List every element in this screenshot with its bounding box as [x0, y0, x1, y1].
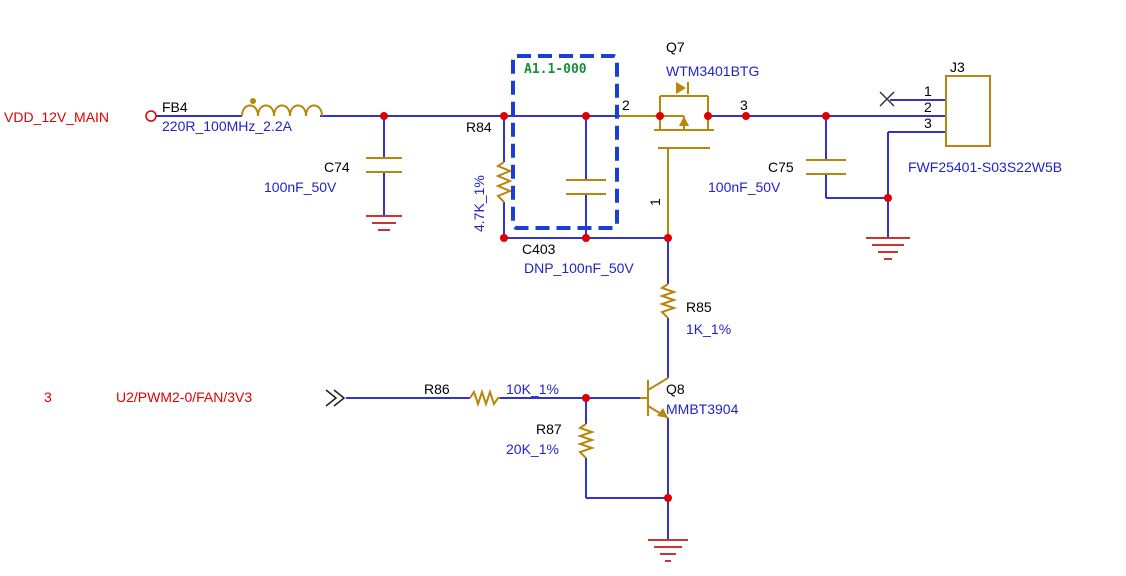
q8-value: MMBT3904 [666, 401, 739, 417]
c403-ref: C403 [522, 241, 556, 257]
r84-value: 4.7K_1% [471, 175, 487, 232]
q7-pin-g: 1 [647, 198, 663, 206]
net-sheet-ref: 3 [44, 389, 52, 405]
capacitor-icon [366, 157, 402, 173]
net-label-vdd: VDD_12V_MAIN [4, 109, 109, 125]
resistor-r84[interactable] [495, 161, 513, 203]
q7-pin-s: 2 [622, 97, 630, 113]
ground-icon [648, 539, 688, 562]
junction-dot [380, 112, 388, 120]
polarity-dot [250, 98, 256, 104]
junction-dot [582, 234, 590, 242]
r85-ref: R85 [686, 299, 712, 315]
offpage-connector-icon [325, 389, 346, 407]
q7-value: WTM3401BTG [666, 63, 759, 79]
inductor-icon [241, 104, 323, 117]
ground-icon [366, 215, 402, 231]
wires [156, 99, 946, 540]
npn-q8[interactable] [640, 377, 688, 562]
junction-dot [582, 394, 590, 402]
r85-value: 1K_1% [686, 321, 731, 337]
capacitor-c74[interactable] [366, 157, 402, 231]
c74-ref: C74 [324, 159, 350, 175]
j3-ref: J3 [950, 59, 965, 75]
npn-icon [640, 377, 669, 419]
resistor-r85[interactable] [658, 283, 678, 319]
variant-dnp-box [511, 54, 619, 230]
q7-ref: Q7 [666, 39, 685, 55]
fb4-ref: FB4 [162, 99, 188, 115]
no-connect-icon [879, 91, 895, 107]
j3-pin-1: 1 [924, 83, 932, 99]
r86-value: 10K_1% [506, 381, 559, 397]
junction-dot [500, 234, 508, 242]
offpage-connector[interactable] [325, 389, 346, 407]
capacitor-c75[interactable] [806, 159, 910, 260]
resistor-r86[interactable] [469, 388, 500, 408]
q8-ref: Q8 [666, 381, 685, 397]
net-port-circle [145, 110, 157, 122]
labels: VDD_12V_MAIN FB4 220R_100MHz_2.2A C74 10… [4, 39, 1062, 457]
r87-ref: R87 [536, 421, 562, 437]
r84-ref: R84 [466, 119, 492, 135]
pmos-icon [620, 82, 714, 238]
capacitor-icon [566, 179, 606, 195]
capacitor-c403[interactable] [566, 179, 606, 195]
junction-dot [742, 112, 750, 120]
j3-pin-3: 3 [924, 115, 932, 131]
ferrite-bead-fb4[interactable] [145, 98, 323, 122]
connector-icon [945, 75, 991, 147]
junction-dots [380, 112, 892, 502]
fb4-value: 220R_100MHz_2.2A [162, 118, 293, 134]
j3-value: FWF25401-S03S22W5B [908, 159, 1062, 175]
resistor-r87[interactable] [576, 423, 596, 459]
junction-dot [884, 194, 892, 202]
q7-pin-d: 3 [740, 97, 748, 113]
variant-label: A1.1-000 [524, 62, 587, 77]
junction-dot [500, 112, 508, 120]
resistor-icon [495, 161, 513, 203]
junction-dot [664, 494, 672, 502]
junction-dot [582, 112, 590, 120]
connector-j3[interactable] [879, 75, 991, 147]
j3-pin-2: 2 [924, 99, 932, 115]
ground-icon [866, 237, 910, 260]
c74-value: 100nF_50V [264, 179, 337, 195]
junction-dot [822, 112, 830, 120]
junction-dot [664, 234, 672, 242]
c403-value: DNP_100nF_50V [524, 260, 634, 276]
net-label-pwm: U2/PWM2-0/FAN/3V3 [116, 389, 252, 405]
junction-dot [704, 112, 712, 120]
r87-value: 20K_1% [506, 441, 559, 457]
capacitor-icon [806, 159, 846, 175]
resistor-icon [658, 283, 678, 319]
c75-value: 100nF_50V [708, 179, 781, 195]
junction-dot [656, 112, 664, 120]
c75-ref: C75 [768, 159, 794, 175]
r86-ref: R86 [424, 381, 450, 397]
resistor-icon [576, 423, 596, 459]
resistor-icon [469, 388, 500, 408]
pmos-q7[interactable] [620, 82, 714, 238]
